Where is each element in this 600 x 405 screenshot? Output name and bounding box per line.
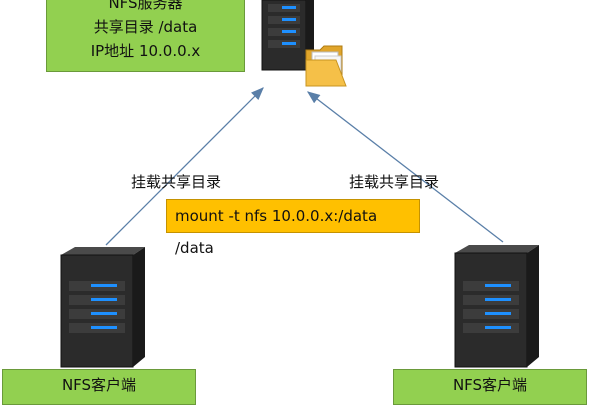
mount-label-left: 挂载共享目录 <box>131 173 222 191</box>
client-label: NFS客户端 <box>452 376 528 394</box>
arrow-left-client-to-server <box>105 87 264 246</box>
nfs-server-box: NFS服务器 共享目录 /data IP地址 10.0.0.x <box>46 0 245 72</box>
nfs-client-box-right: NFS客户端 <box>393 369 587 405</box>
server-ip: IP地址 10.0.0.x <box>90 42 201 60</box>
mount-command: mount -t nfs 10.0.0.x:/data /data <box>175 207 378 257</box>
server-title: NFS服务器 <box>108 0 183 12</box>
mount-label-right: 挂载共享目录 <box>349 173 440 191</box>
mount-command-box: mount -t nfs 10.0.0.x:/data /data <box>166 199 420 257</box>
client-label: NFS客户端 <box>61 376 137 394</box>
server-share-dir: 共享目录 /data <box>93 18 198 36</box>
arrow-right-client-to-server <box>306 91 504 243</box>
